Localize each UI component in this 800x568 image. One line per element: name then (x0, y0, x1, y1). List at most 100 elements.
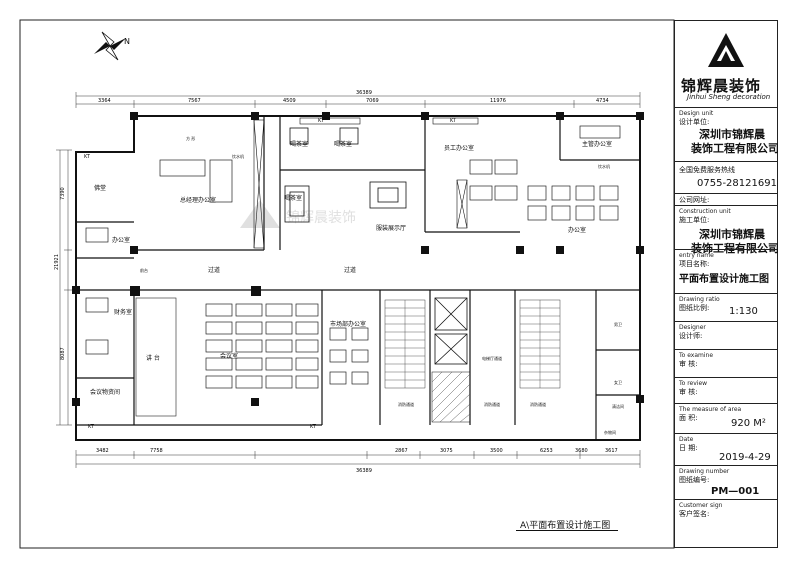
customer-en: Customer sign (679, 502, 723, 509)
area-value: 920 M² (731, 418, 766, 429)
top-dim: 7567 (188, 98, 201, 104)
room-label: 饮水机 (598, 163, 610, 169)
bottom-dim: 3075 (440, 448, 453, 454)
review-row: To review 审 核: (675, 377, 777, 403)
room-label: 男卫 (614, 322, 622, 327)
room-label: 饮水机 (232, 153, 244, 159)
outer-walls (75, 115, 641, 441)
bottom-dim: 7758 (150, 448, 163, 454)
number-cn: 图纸编号: (679, 476, 710, 484)
date-value: 2019-4-29 (719, 452, 771, 463)
room-label: KT (310, 424, 317, 430)
room-label: 消防通道 (530, 401, 546, 407)
examine-cn: 审 核: (679, 360, 698, 368)
design-unit-cn: 设计单位: (679, 118, 710, 126)
room-label: 女卫 (614, 379, 622, 385)
number-value: PM—001 (711, 486, 760, 497)
room-label: 消防通道 (484, 401, 500, 407)
caption-underline (516, 530, 618, 531)
left-dimensions (56, 149, 72, 426)
design-unit-row: Design unit 设计单位: 深圳市锦辉晨 装饰工程有限公司 (675, 107, 779, 159)
room-label: 清洁间 (612, 403, 624, 409)
design-company-line2: 装饰工程有限公司 (691, 142, 779, 155)
website-row: 公司网址: (675, 193, 777, 205)
customer-cn: 客户签名: (679, 510, 710, 518)
room-label: 方 形 (186, 135, 195, 141)
interior-walls (76, 116, 640, 440)
entry-row: entry name 项目名称: 平面布置设计施工图 (675, 249, 777, 289)
design-unit-en: Design unit (679, 110, 714, 117)
bottom-total-dim: 36389 (356, 468, 372, 474)
left-dim: 7390 (60, 187, 66, 200)
area-en: The measure of area (679, 406, 742, 413)
bottom-dimensions (75, 450, 641, 468)
construction-company-line1: 深圳市锦辉晨 (699, 228, 765, 241)
logo-mountain-icon (708, 33, 744, 67)
examine-en: To examine (679, 352, 714, 359)
room-label: KT (84, 154, 91, 160)
watermark: 锦辉晨装饰 (240, 200, 356, 228)
room-label: 员工办公室 (444, 144, 474, 152)
room-label: 办公室 (112, 236, 130, 244)
room-label: 讲 台 (146, 354, 160, 362)
room-label: 喝茶室 (334, 140, 352, 148)
hotline-label: 全国免费服务热线 (679, 166, 735, 174)
svg-text:N: N (124, 37, 130, 46)
room-label: 前台 (140, 267, 148, 273)
bottom-dim: 3482 (96, 448, 109, 454)
designer-row: Designer 设计师: (675, 321, 777, 349)
area-cn: 面 积: (679, 414, 698, 422)
top-dim: 7069 (366, 98, 379, 104)
left-dim: 21921 (54, 254, 60, 270)
date-row: Date 日 期: 2019-4-29 (675, 433, 777, 463)
construction-company-line2: 装饰工程有限公司 (691, 242, 779, 255)
review-cn: 审 核: (679, 388, 698, 396)
top-dim: 4509 (283, 98, 296, 104)
top-dimensions (75, 92, 641, 108)
room-label: 市场部办公室 (330, 320, 366, 328)
sofa-groups (284, 127, 407, 223)
examine-row: To examine 审 核: (675, 349, 777, 377)
designer-en: Designer (679, 324, 706, 331)
bottom-dim: 3680 (575, 448, 588, 454)
area-row: The measure of area 面 积: 920 M² (675, 403, 777, 433)
north-arrow-icon: N (94, 31, 130, 61)
ratio-en: Drawing ratio (679, 296, 720, 303)
room-label: 服装展示厅 (376, 224, 406, 232)
glass-partitions (253, 117, 479, 249)
ratio-row: Drawing ratio 图纸比例: 1:130 (675, 293, 777, 321)
designer-cn: 设计师: (679, 332, 703, 340)
room-label: 过道 (344, 266, 356, 274)
svg-text:锦辉晨装饰: 锦辉晨装饰 (286, 209, 356, 226)
top-dim: 11976 (490, 98, 506, 104)
hatched-shaft (431, 371, 471, 423)
hotline-row: 全国免费服务热线 0755-28121691 (675, 161, 777, 193)
logo-subtitle: Jinhui Sheng decoration (687, 93, 771, 101)
logo-text: 锦辉晨装饰 (681, 77, 762, 95)
customer-row: Customer sign 客户签名: (675, 499, 777, 547)
room-label: KT (88, 424, 95, 430)
room-label: 喝茶室 (290, 140, 308, 148)
room-label: 总经理办公室 (180, 196, 216, 204)
room-label: 主管办公室 (582, 140, 612, 148)
number-en: Drawing number (679, 468, 730, 475)
room-label: 办公室 (568, 226, 586, 234)
construction-cn: 施工单位: (679, 216, 710, 224)
entry-cn: 项目名称: (679, 260, 710, 268)
website-label: 公司网址: (679, 196, 710, 204)
sheet-border (19, 19, 675, 549)
elevators (434, 297, 468, 365)
room-label: KT (450, 118, 457, 124)
plan-caption: A\平面布置设计施工图 (520, 521, 611, 531)
room-label: 喝茶室 (284, 194, 302, 202)
top-total-dim: 36389 (356, 90, 372, 96)
left-dim: 8087 (60, 347, 66, 360)
hotline-number: 0755-28121691 (697, 178, 777, 189)
room-label: 过道 (208, 266, 220, 274)
room-label: KT (318, 118, 325, 124)
design-company-line1: 深圳市锦辉晨 (699, 128, 765, 141)
bottom-dim: 2867 (395, 448, 408, 454)
number-row: Drawing number 图纸编号: PM—001 (675, 465, 777, 499)
